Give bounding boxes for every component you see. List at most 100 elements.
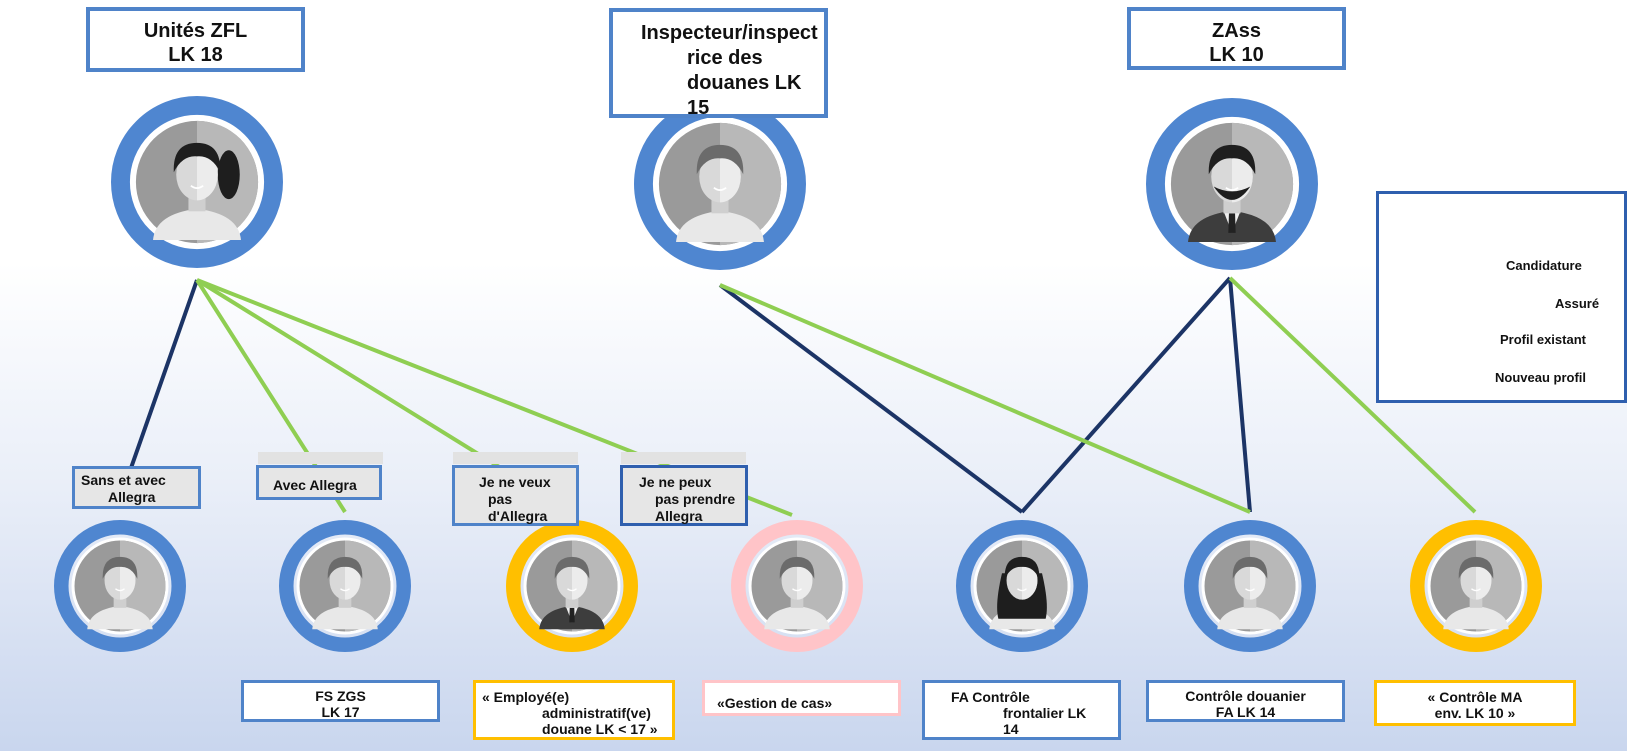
avatar-profile-4 [731, 520, 864, 653]
top-box-line: douanes LK [687, 72, 802, 94]
avatar-torso [87, 606, 153, 630]
legend-label-nouveau-profil: Nouveau profil [1495, 370, 1587, 385]
branch-label-line: pas [488, 491, 513, 507]
avatar-ring [1410, 520, 1543, 653]
profile-box-line: « Contrôle MA [1427, 689, 1523, 705]
avatar-ring [1145, 97, 1318, 271]
avatar-face-light [197, 149, 218, 201]
top-box-line: ZAss [1212, 20, 1261, 42]
avatar-hair [779, 556, 815, 579]
avatar-profile-2 [279, 520, 412, 653]
dark-connector [718, 283, 1024, 514]
top-box-line: Inspecteur/inspect [641, 22, 818, 44]
branch-label-line: d'Allegra [488, 508, 548, 524]
avatar-ponytail [217, 150, 240, 200]
avatar-ring [1184, 520, 1317, 653]
branch-label-line: Allegra [655, 508, 703, 524]
profile-box-controle-douanier: Contrôle douanier FA LK 14 [1146, 680, 1345, 722]
avatar-mouth [1471, 588, 1481, 592]
avatar-mouth [1245, 588, 1255, 592]
top-box-line: rice des [687, 47, 763, 69]
branch-label-ne-veux-pas: Je ne veux pas d'Allegra [452, 465, 579, 526]
avatar-hair [102, 556, 138, 579]
branch-label-line: Allegra [108, 489, 156, 505]
branch-label-line: Avec Allegra [273, 477, 357, 493]
branch-label-ne-peux-pas: Je ne peux pas prendre Allegra [620, 465, 748, 526]
avatar-face-light [1022, 561, 1038, 600]
avatar-face-light [345, 561, 361, 600]
label-tab [258, 452, 383, 464]
legend-label-profil-existant: Profil existant [1500, 332, 1586, 347]
top-box-line: Unités ZFL [143, 20, 248, 42]
avatar-zass [1145, 97, 1318, 271]
avatar-insp [634, 97, 807, 271]
branch-label-line: Je ne peux [639, 474, 712, 490]
profile-box-line: LK 17 [321, 704, 360, 720]
avatar-profile-5 [956, 520, 1089, 653]
avatar-profile-7 [1410, 520, 1543, 653]
avatar-ring [53, 520, 187, 653]
avatar-hair [173, 142, 221, 173]
dark-connector [1228, 277, 1252, 513]
profile-box-line: FA Contrôle [951, 689, 1030, 705]
avatar-face-light [572, 561, 588, 600]
avatar-ring [110, 95, 284, 269]
avatar-torso [1443, 606, 1509, 630]
profile-box-line: FS ZGS [315, 688, 366, 704]
avatar-face-light [1476, 561, 1492, 600]
avatar-face-light [120, 561, 136, 600]
label-tab [621, 452, 746, 464]
avatar-hair [1208, 144, 1256, 175]
avatar-hair [1004, 556, 1040, 579]
avatar-mouth [792, 588, 802, 592]
branch-label-sans-et-avec: Sans et avec Allegra [72, 466, 201, 509]
avatar-ring [956, 520, 1089, 653]
avatar-face-light [1250, 561, 1266, 600]
avatar-profile-6 [1184, 520, 1317, 653]
profile-box-controle-ma: « Contrôle MA env. LK 10 » [1374, 680, 1576, 726]
label-tab [453, 452, 578, 464]
top-box-line: LK 18 [168, 44, 223, 66]
profile-box-fs-zgs: FS ZGS LK 17 [241, 680, 440, 722]
profile-box-fa-controle-frontalier: FA Contrôle frontalier LK 14 [922, 680, 1121, 740]
avatar-tie [1228, 213, 1236, 233]
avatar-mouth [1225, 186, 1239, 192]
legend: Candidature Assuré Profil existant Nouve… [1376, 191, 1627, 403]
branch-label-line: Sans et avec [81, 472, 166, 488]
profile-box-line: env. LK 10 » [1434, 705, 1516, 721]
avatar-zfl [110, 95, 284, 269]
profile-box-line: douane LK < 17 » [542, 721, 658, 737]
profile-box-line: administratif(ve) [542, 705, 651, 721]
profile-box-line: « Employé(e) [482, 689, 570, 705]
avatar-torso [676, 210, 764, 243]
profile-box-gestion-de-cas: «Gestion de cas» [702, 680, 901, 716]
avatar-ring [506, 520, 639, 653]
green-connector [1228, 276, 1477, 514]
avatar-ring [279, 520, 412, 653]
avatar-profile-1 [53, 520, 187, 653]
branch-label-avec: Avec Allegra [256, 465, 382, 500]
avatar-torso [764, 606, 830, 630]
top-box-inspecteur: Inspecteur/inspect rice des douanes LK 1… [609, 8, 828, 119]
avatar-profile-3 [506, 520, 639, 653]
green-connector [719, 283, 1251, 514]
top-box-zass: ZAss LK 10 [1127, 7, 1346, 70]
avatar-mouth [1017, 588, 1027, 592]
legend-label-assure: Assuré [1555, 296, 1600, 311]
avatar-mouth [567, 588, 577, 592]
avatar-torso [1217, 606, 1283, 630]
avatar-mouth [340, 588, 350, 592]
dark-connector [1020, 276, 1232, 514]
top-box-line: LK 10 [1209, 44, 1264, 66]
avatar-hair [554, 556, 590, 579]
avatar-tie [569, 607, 575, 623]
avatar-mouth [713, 186, 727, 192]
profile-box-employe: « Employé(e) administratif(ve) douane LK… [473, 680, 675, 740]
avatar-hair [327, 556, 363, 579]
avatar-mouth [115, 588, 125, 592]
profile-box-line: FA LK 14 [1215, 704, 1276, 720]
avatar-beard [1213, 186, 1251, 200]
avatar-hair [1458, 556, 1494, 579]
profile-box-line: 14 [1003, 721, 1019, 737]
